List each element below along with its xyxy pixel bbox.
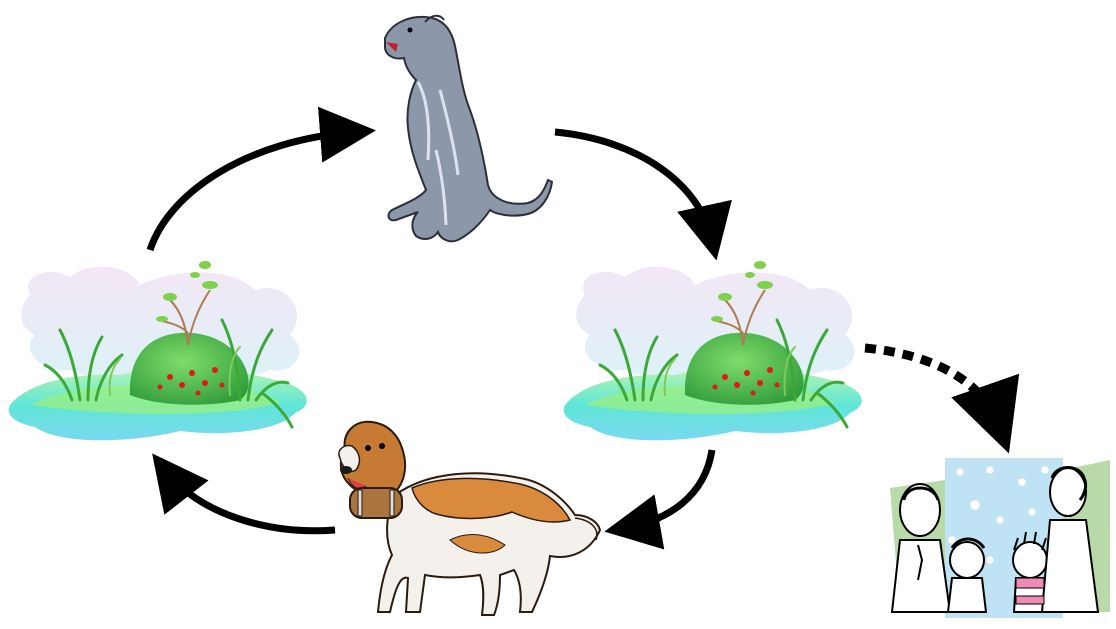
arrow-right-island-to-saint-bernard [625,450,712,528]
arrow-left-island-to-greyhound [150,132,355,250]
arrow-greyhound-to-right-island [555,132,712,240]
family-illustration-icon [890,458,1110,618]
grass-island-icon [9,261,307,440]
arrow-saint-bernard-to-left-island [165,470,335,531]
grass-island-icon [564,261,862,440]
greyhound-dog-icon [385,16,552,242]
saint-bernard-dog-icon [339,422,600,615]
arrow-dotted-right-island-to-family [865,348,1000,428]
